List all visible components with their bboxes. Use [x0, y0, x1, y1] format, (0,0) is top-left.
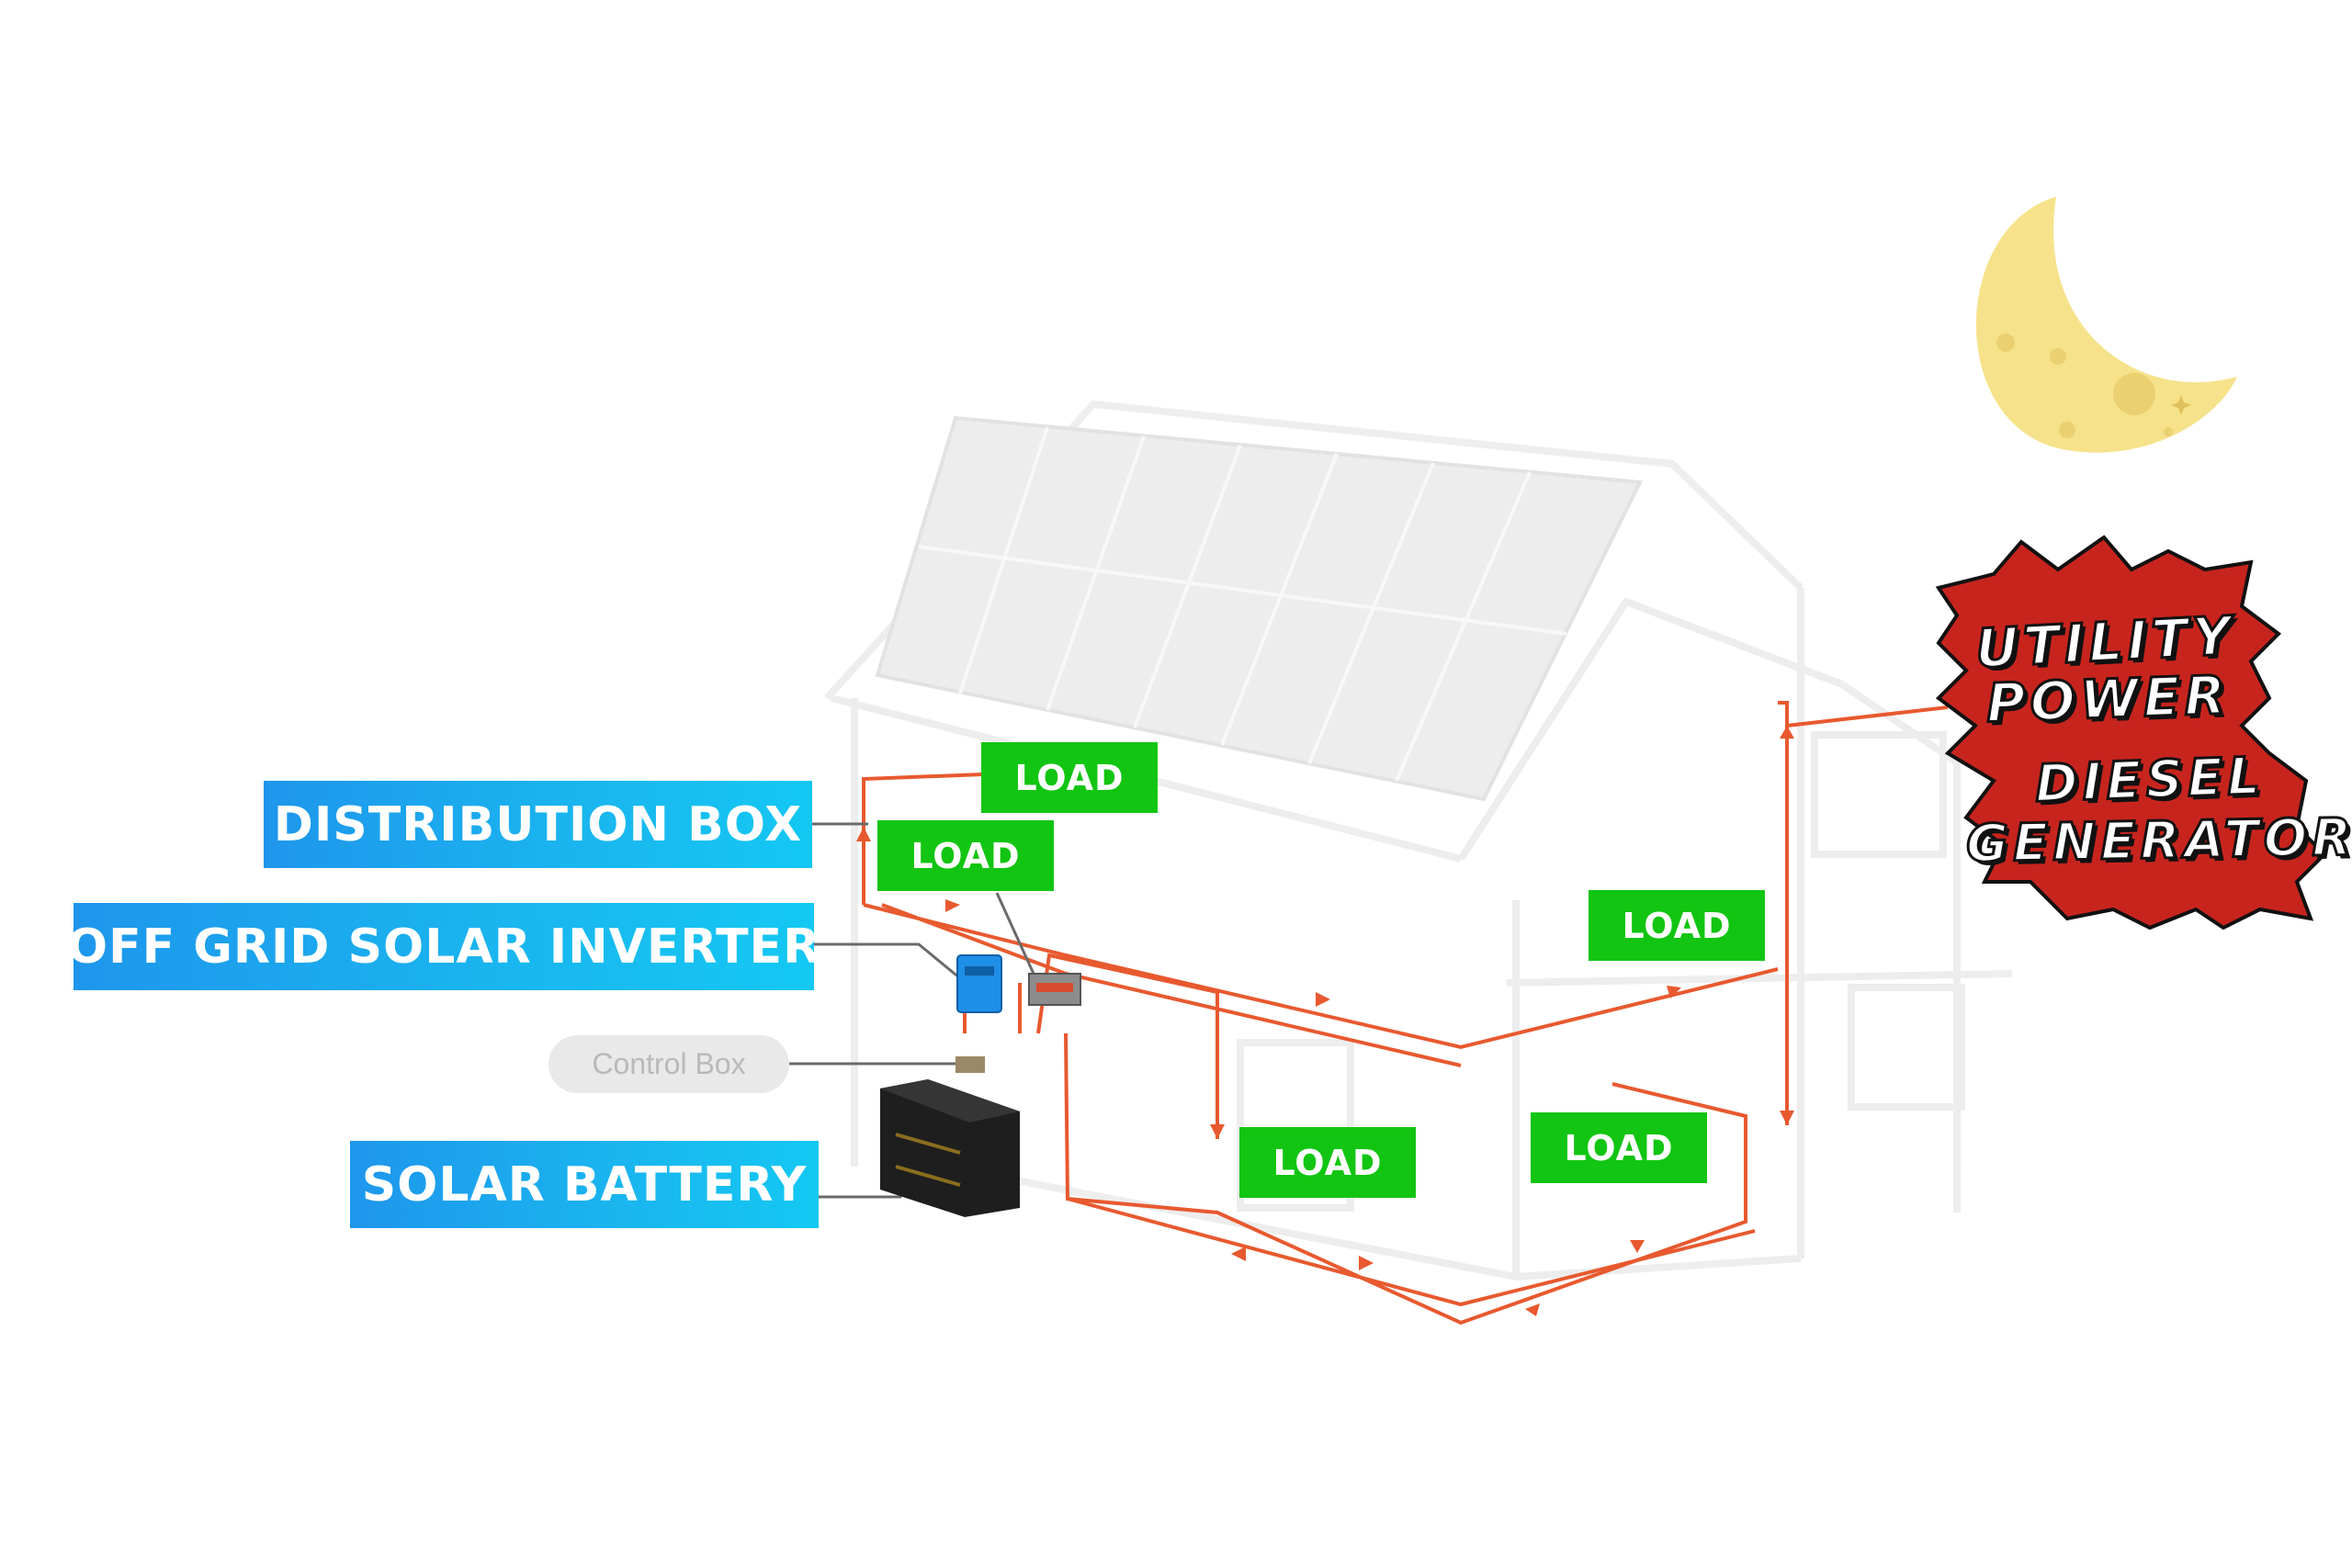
load-tag-right: LOAD: [1589, 890, 1765, 961]
distribution-box-device: [1028, 973, 1081, 1006]
moon-icon: [1975, 197, 2237, 453]
load-tag-upper: LOAD: [981, 742, 1158, 813]
solar-panel-array: [875, 415, 1644, 802]
load-tag-lower-left: LOAD: [1239, 1127, 1416, 1198]
solar-battery-label: SOLAR BATTERY: [350, 1141, 819, 1228]
distribution-box-label: DISTRIBUTION BOX: [264, 781, 812, 868]
diesel-generator-text-line2: GENERATOR: [1964, 807, 2352, 875]
control-box-device: [956, 1056, 985, 1073]
utility-power-text-line2: POWER: [1984, 662, 2232, 736]
load-tag-lower-right: LOAD: [1531, 1112, 1707, 1183]
diesel-generator-text-line1: DIESEL: [2032, 745, 2267, 816]
off-grid-inverter-label: OFF GRID SOLAR INVERTER: [67, 903, 820, 990]
load-tag-upper-left: LOAD: [877, 820, 1054, 891]
starburst-badge: [1935, 535, 2327, 931]
inverter-device: [956, 954, 1002, 1013]
flow-arrows: [856, 726, 1794, 1316]
control-box-label: Control Box: [548, 1035, 789, 1093]
battery-device: [880, 1079, 1020, 1217]
